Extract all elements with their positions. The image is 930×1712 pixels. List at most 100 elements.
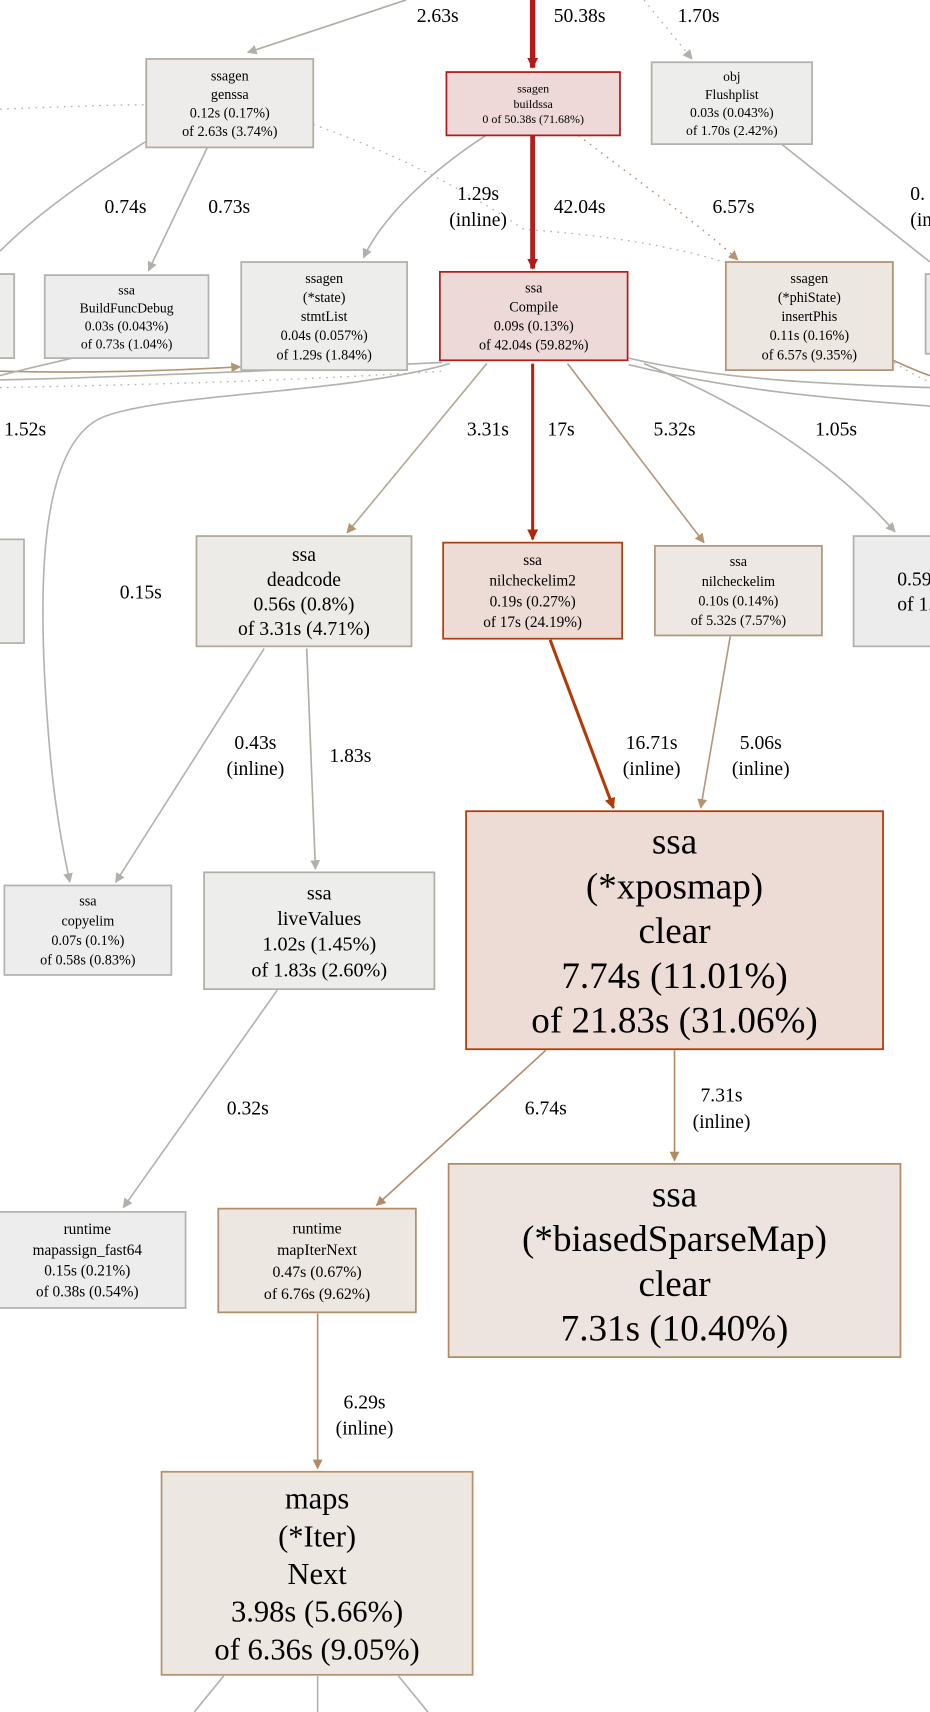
node-label-line: (*xposmap) — [586, 866, 763, 907]
edge-label-line: 2.63s — [417, 5, 459, 27]
node-label-line: nilcheckelim2 — [489, 573, 575, 590]
edge-xposmap-mapiternext — [375, 1049, 547, 1207]
node-label-line: of 6.57s (9.35%) — [762, 347, 858, 363]
edge-label-line: 0.15s — [120, 581, 162, 603]
node-label-line: runtime — [64, 1221, 112, 1238]
node-partial-left-1[interactable] — [0, 273, 16, 359]
node-box — [439, 270, 629, 362]
edge-label-line: 6.29s — [344, 1391, 386, 1413]
node-box — [145, 58, 315, 149]
node-label-line: 3.98s (5.66%) — [231, 1595, 403, 1629]
edge-label-331: 3.31s — [467, 419, 509, 441]
edge-label-532: 5.32s — [654, 419, 696, 441]
node-label-line: of 2.63s (3.74%) — [182, 124, 278, 140]
edge-label-657: 6.57s — [712, 196, 754, 218]
edge-compile-deadcode — [346, 363, 488, 534]
edge-flushplist-right — [781, 143, 930, 263]
node-box — [0, 1211, 187, 1309]
node-label-line: ssagen — [790, 271, 828, 287]
edge-label-line: 5.32s — [654, 419, 696, 441]
node-label-line: of 0.38s (0.54%) — [36, 1283, 139, 1300]
edge-label-line: 0.32s — [227, 1098, 269, 1120]
edge-label-032: 0.32s — [227, 1098, 269, 1120]
node-label-line: stmtList — [301, 309, 348, 325]
edge-label-4204: 42.04s — [554, 196, 606, 218]
node-label-line: copyelim — [61, 913, 114, 929]
edge-iter-next-out — [193, 1675, 429, 1712]
edge-label-line: 0.43s — [234, 732, 276, 754]
edge-genssa-left-dotted — [0, 104, 146, 110]
node-label-line: 0.04s (0.057%) — [281, 328, 368, 344]
edge-genssa-from-above — [246, 0, 407, 55]
edge-label-line: 6.74s — [525, 1098, 567, 1120]
edge-insertphis-right — [892, 359, 930, 377]
node-box — [240, 261, 409, 371]
node-label-line: genssa — [211, 87, 250, 103]
node-label-line: ssa — [652, 1174, 697, 1215]
node-box — [650, 61, 813, 145]
node-label-line: of 1.83s (2.60%) — [251, 959, 387, 981]
node-label-line: 0.12s (0.17%) — [190, 105, 270, 121]
node-partial-right-top[interactable] — [924, 273, 930, 355]
node-label-line: runtime — [292, 1220, 341, 1237]
edge-buildssa-insertphis — [578, 134, 739, 261]
edge-label-line: 1.70s — [678, 5, 720, 27]
node-label-line: clear — [639, 1264, 712, 1305]
edge-genssa-left-out — [0, 141, 146, 252]
edge-label-086: 0.86 — [345, 1710, 380, 1712]
node-label-line: 0.59 — [897, 569, 930, 591]
node-label-line: (*biasedSparseMap) — [522, 1219, 827, 1260]
node-label-line: ssagen — [305, 271, 343, 287]
node-label-line: clear — [639, 911, 712, 952]
node-label-line: ssa — [307, 882, 332, 904]
node-label-line: 0.47s (0.67%) — [273, 1264, 362, 1281]
node-partial-left-2[interactable] — [0, 538, 25, 644]
edge-label-line: 3.31s — [467, 419, 509, 441]
node-label-line: of 1.6 — [897, 594, 930, 616]
edge-label-line: 0.73s — [208, 196, 250, 218]
node-label-line: 0.56s (0.8%) — [254, 593, 355, 615]
edge-label-045: 0.45 — [221, 1710, 256, 1712]
edge-label-line: 0.74s — [105, 196, 147, 218]
edge-label-line: (inline) — [336, 1418, 394, 1440]
edge-label-5038: 50.38s — [554, 5, 606, 27]
node-label-line: ssa — [79, 894, 97, 910]
node-label-line: 0.11s (0.16%) — [770, 328, 850, 344]
edge-label-17: 17s — [547, 419, 574, 441]
edge-label-line: (inline) — [227, 758, 285, 780]
node-label-line: 0 of 50.38s (71.68%) — [482, 112, 584, 126]
edge-label-074: 0.74s — [105, 196, 147, 218]
edge-label-506: 5.06s(inline) — [732, 732, 790, 780]
node-label-line: obj — [723, 69, 740, 84]
edge-nilcheckelim-xposmap — [697, 636, 732, 809]
node-box — [442, 541, 624, 640]
node-rightpartial[interactable]: 0.59 of 1.6 — [852, 535, 930, 648]
edge-label-1671: 16.71s(inline) — [623, 732, 681, 780]
edge-label-170: 1.70s — [678, 5, 720, 27]
node-label-line: 7.74s (11.01%) — [561, 956, 787, 997]
node-box — [724, 261, 894, 371]
edge-compile-right-bundle — [628, 357, 930, 407]
node-box — [160, 1470, 474, 1676]
edge-label-line: (inline) — [623, 758, 681, 780]
node-label-line: ssa — [525, 280, 543, 296]
node-label-line: ssa — [652, 822, 697, 863]
node-box — [217, 1207, 417, 1314]
